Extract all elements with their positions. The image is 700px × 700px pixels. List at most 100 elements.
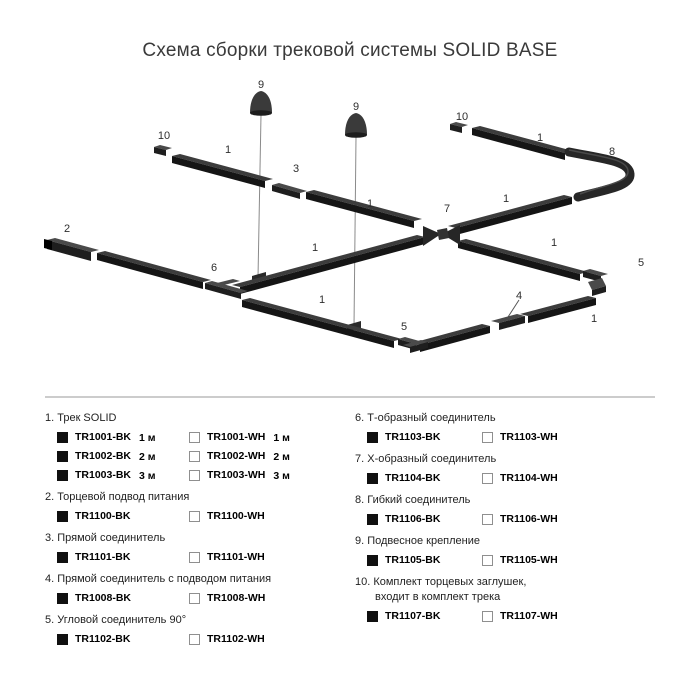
black-color-swatch	[367, 514, 378, 525]
track-segment	[306, 190, 422, 228]
legend-row: TR1106-BK TR1106-WH	[367, 513, 655, 526]
white-color-swatch	[189, 511, 200, 522]
track-segment	[448, 195, 572, 235]
track-segment	[412, 324, 490, 352]
product-code: TR1002-WH	[207, 450, 266, 462]
corner-connector	[583, 269, 608, 296]
legend-item: TR1003-WH 3 м	[189, 469, 321, 482]
end-cap	[450, 122, 468, 133]
product-code: TR1104-WH	[500, 472, 558, 484]
diagram-number-label: 7	[444, 203, 450, 215]
legend-section-track: 1. Трек SOLID TR1001-BK 1 м TR1001-WH 1 …	[45, 412, 350, 482]
legend-section-straight-connector: 3. Прямой соединитель TR1101-BK TR1101-W…	[45, 532, 350, 564]
diagram-number-label: 1	[591, 313, 597, 325]
legend-section-title: 2. Торцевой подвод питания	[45, 491, 190, 503]
product-code: TR1001-WH	[207, 431, 266, 443]
white-color-swatch	[189, 634, 200, 645]
legend-row: TR1101-BK TR1101-WH	[57, 551, 350, 564]
legend-row: TR1105-BK TR1105-WH	[367, 554, 655, 567]
diagram-number-label: 1	[503, 193, 509, 205]
page-title: Схема сборки трековой системы SOLID BASE	[142, 40, 558, 61]
white-color-swatch	[482, 432, 493, 443]
product-code: TR1101-BK	[75, 551, 131, 563]
diagram-number-label: 1	[537, 132, 543, 144]
legend-section-corner-connector: 5. Угловой соединитель 90° TR1102-BK TR1…	[45, 614, 350, 646]
legend-item: TR1103-BK	[367, 431, 482, 444]
legend-section-end-caps: 10. Комплект торцевых заглушек, входит в…	[355, 576, 655, 623]
diagram-number-label: 1	[225, 144, 231, 156]
black-color-swatch	[367, 432, 378, 443]
corner-connector	[398, 337, 428, 353]
product-code: TR1102-WH	[207, 633, 265, 645]
track-segment	[232, 235, 425, 294]
diagram-number-label: 9	[258, 79, 264, 91]
diagram-number-label: 5	[401, 321, 407, 333]
legend-section-power-connector: 4. Прямой соединитель с подводом питания…	[45, 573, 350, 605]
diagram-number-label: 1	[312, 242, 318, 254]
diagram-number-label: 3	[293, 163, 299, 175]
legend-left-column: 1. Трек SOLID TR1001-BK 1 м TR1001-WH 1 …	[45, 412, 350, 655]
track-segment	[472, 126, 573, 160]
end-cap	[154, 145, 172, 156]
white-color-swatch	[189, 470, 200, 481]
product-code: TR1104-BK	[385, 472, 441, 484]
legend-item: TR1100-BK	[57, 510, 189, 523]
product-size: 3 м	[273, 469, 290, 482]
product-code: TR1107-WH	[500, 610, 558, 622]
x-connector	[423, 225, 460, 246]
legend-right-column: 6. Т-образный соединитель TR1103-BK TR11…	[355, 412, 655, 632]
product-code: TR1003-BK	[75, 469, 132, 481]
legend-item: TR1008-BK	[57, 592, 189, 605]
diagram-number-label: 1	[551, 237, 557, 249]
legend-item: TR1103-WH	[482, 431, 597, 444]
legend-row: TR1104-BK TR1104-WH	[367, 472, 655, 485]
legend-row: TR1100-BK TR1100-WH	[57, 510, 350, 523]
power-connector	[491, 299, 525, 330]
black-color-swatch	[367, 473, 378, 484]
product-code: TR1003-WH	[207, 469, 266, 481]
legend-row: TR1003-BK 3 м TR1003-WH 3 м	[57, 469, 350, 482]
legend-item: TR1001-WH 1 м	[189, 431, 321, 444]
product-code: TR1001-BK	[75, 431, 132, 443]
legend-item: TR1104-WH	[482, 472, 597, 485]
legend-item: TR1107-BK	[367, 610, 482, 623]
legend-item: TR1101-WH	[189, 551, 321, 564]
legend-item: TR1105-WH	[482, 554, 597, 567]
legend-section-title: 5. Угловой соединитель 90°	[45, 614, 187, 626]
black-color-swatch	[367, 555, 378, 566]
legend-row: TR1008-BK TR1008-WH	[57, 592, 350, 605]
black-color-swatch	[57, 552, 68, 563]
legend-item: TR1003-BK 3 м	[57, 469, 189, 482]
t-connector	[205, 279, 248, 299]
legend-row: TR1001-BK 1 м TR1001-WH 1 м	[57, 431, 350, 444]
legend-section-flexible-connector: 8. Гибкий соединитель TR1106-BK TR1106-W…	[355, 494, 655, 526]
legend-section-x-connector: 7. Х-образный соединитель TR1104-BK TR11…	[355, 453, 655, 485]
diagram-number-label: 10	[456, 111, 468, 123]
product-size: 2 м	[273, 450, 290, 463]
product-code: TR1008-BK	[75, 592, 132, 604]
legend-section-title: 10. Комплект торцевых заглушек,	[355, 576, 527, 588]
white-color-swatch	[189, 552, 200, 563]
track-segment	[172, 154, 273, 188]
product-size: 1 м	[139, 431, 156, 444]
diagram-number-label: 5	[638, 257, 644, 269]
product-code: TR1101-WH	[207, 551, 265, 563]
product-code: TR1002-BK	[75, 450, 132, 462]
white-color-swatch	[189, 593, 200, 604]
product-size: 1 м	[273, 431, 290, 444]
legend-section-title-line2: входит в комплект трека	[375, 591, 501, 603]
legend-row: TR1107-BK TR1107-WH	[367, 610, 655, 623]
diagram-number-label: 8	[609, 146, 615, 158]
legend-section-pendant-mount: 9. Подвесное крепление TR1105-BK TR1105-…	[355, 535, 655, 567]
legend-section-title: 3. Прямой соединитель	[45, 532, 166, 544]
black-color-swatch	[57, 470, 68, 481]
diagram-number-label: 6	[211, 262, 217, 274]
legend-item: TR1102-WH	[189, 633, 321, 646]
legend-item: TR1008-WH	[189, 592, 321, 605]
white-color-swatch	[189, 451, 200, 462]
track-segment	[520, 296, 596, 323]
legend-row: TR1102-BK TR1102-WH	[57, 633, 350, 646]
flexible-connector	[564, 147, 635, 202]
straight-connector	[272, 183, 307, 199]
